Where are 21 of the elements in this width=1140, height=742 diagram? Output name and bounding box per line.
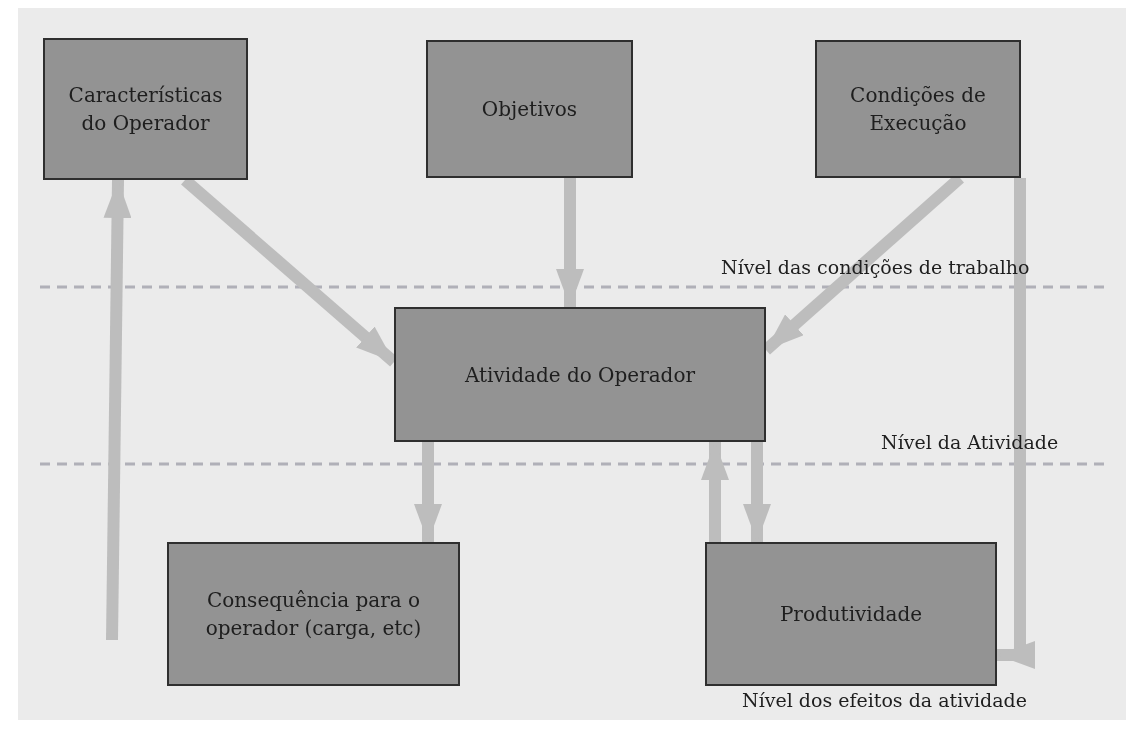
process-box <box>426 40 633 178</box>
box-label: Características do Operador <box>67 82 224 137</box>
process-box <box>705 542 997 686</box>
arrow <box>997 178 1035 669</box>
arrow <box>701 442 729 542</box>
process-box <box>815 40 1021 178</box>
level-label: Nível dos efeitos da atividade <box>742 689 1027 711</box>
arrow <box>743 442 771 542</box>
arrow <box>556 178 584 307</box>
process-box <box>394 307 766 442</box>
process-box <box>43 38 248 180</box>
level-label: Nível da Atividade <box>881 431 1059 453</box>
box-label: Atividade do Operador <box>463 361 697 389</box>
process-box <box>167 542 460 686</box>
box-label: Produtividade <box>778 601 924 628</box>
level-label: Nível das condições de trabalho <box>721 256 1030 278</box>
arrow <box>414 442 442 542</box>
box-label: Objetivos <box>480 96 579 123</box>
box-label: Consequência para o operador (carga, etc) <box>204 587 423 642</box>
box-label: Condições de Execução <box>849 82 987 137</box>
arrow <box>103 179 132 641</box>
